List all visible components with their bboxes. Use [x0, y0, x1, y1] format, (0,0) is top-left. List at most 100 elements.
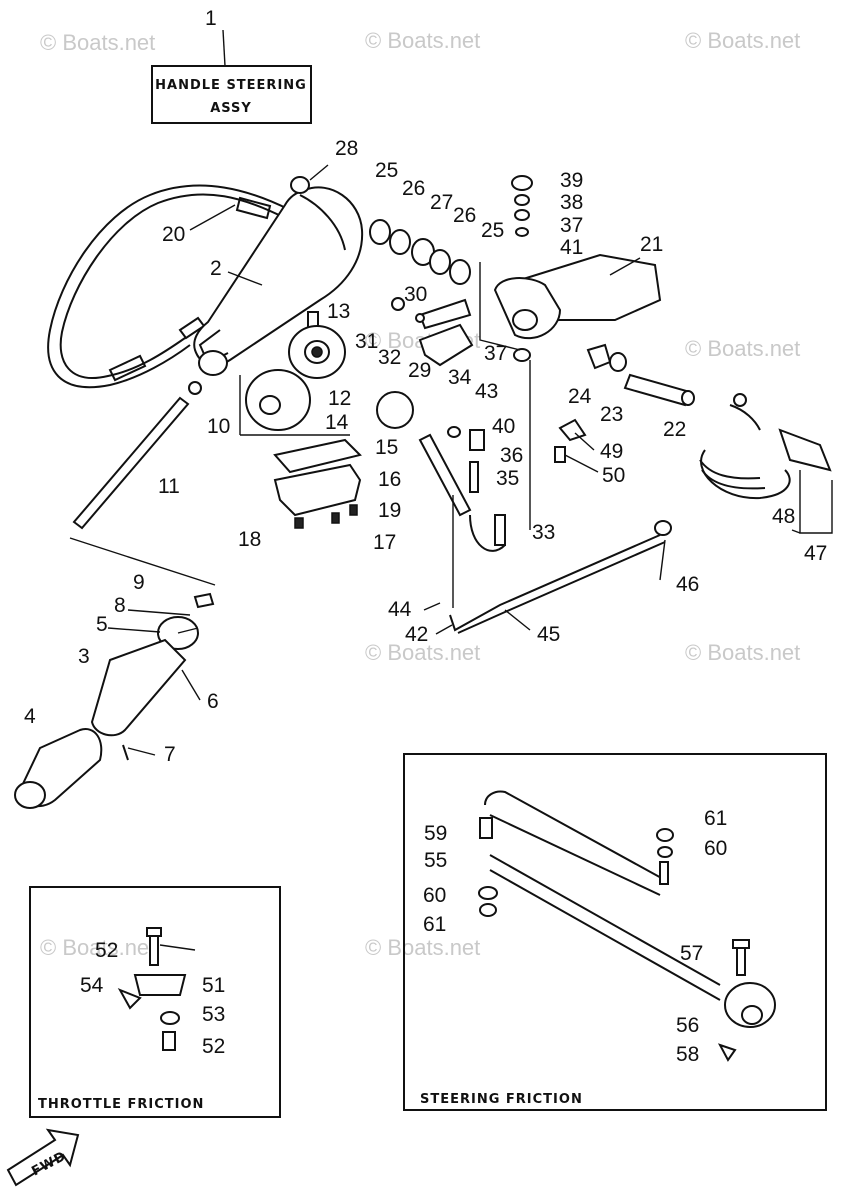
callout-53: 53 [202, 1003, 225, 1026]
callout-22: 22 [663, 418, 686, 441]
callout-15: 15 [375, 436, 398, 459]
callout-3: 3 [78, 645, 90, 668]
callout-25: 25 [481, 219, 504, 242]
callout-20: 20 [162, 223, 185, 246]
callout-9: 9 [133, 571, 145, 594]
callout-10: 10 [207, 415, 230, 438]
stop-switch [699, 393, 833, 534]
callout-6: 6 [207, 690, 219, 713]
throttle-gear-parts [239, 311, 350, 436]
callout-32: 32 [378, 346, 401, 369]
callout-4: 4 [24, 705, 36, 728]
callout-34: 34 [448, 366, 472, 389]
callout-14: 14 [325, 411, 349, 434]
callout-19: 19 [378, 499, 401, 522]
steering-friction-caption: STEERING FRICTION [420, 1092, 583, 1107]
callout-61: 61 [704, 807, 727, 830]
leader-lines [107, 164, 666, 756]
watermark: © Boats.net [685, 336, 800, 361]
callout-25: 25 [375, 159, 398, 182]
callout-18: 18 [238, 528, 261, 551]
callout-55: 55 [424, 849, 447, 872]
callout-37: 37 [484, 342, 507, 365]
callout-17: 17 [373, 531, 396, 554]
callout-50: 50 [602, 464, 625, 487]
watermark: © Boats.net [40, 30, 155, 55]
shift-lever [376, 360, 531, 552]
callout-24: 24 [568, 385, 592, 408]
callout-56: 56 [676, 1014, 699, 1037]
callout-27: 27 [430, 191, 453, 214]
callout-52: 52 [202, 1035, 225, 1058]
shaft-rod [69, 381, 216, 586]
callout-49: 49 [600, 440, 623, 463]
callout-40: 40 [492, 415, 515, 438]
callout-39: 39 [560, 169, 583, 192]
callout-38: 38 [560, 191, 583, 214]
callout-41: 41 [560, 236, 583, 259]
assembly-title-line1: HANDLE STEERING [155, 78, 307, 93]
callout-35: 35 [496, 467, 519, 490]
callout-11: 11 [158, 475, 180, 498]
callout-26: 26 [453, 204, 476, 227]
pivot-bolt-parts [554, 343, 695, 463]
washer-stack [369, 219, 521, 351]
assembly-title-line2: ASSY [210, 101, 252, 116]
callout-36: 36 [500, 444, 523, 467]
callout-59: 59 [424, 822, 447, 845]
callout-60: 60 [423, 884, 446, 907]
throttle-friction-inset: THROTTLE FRICTION [29, 886, 281, 1118]
callout-28: 28 [335, 137, 358, 160]
callout-31: 31 [355, 330, 378, 353]
pivot-bracket [493, 175, 662, 362]
watermarks: © Boats.net © Boats.net © Boats.net © Bo… [40, 28, 800, 960]
callout-57: 57 [680, 942, 703, 965]
callout-16: 16 [378, 468, 401, 491]
callout-21: 21 [640, 233, 663, 256]
callout-61: 61 [423, 913, 446, 936]
callout-30: 30 [404, 283, 427, 306]
watermark: © Boats.net [365, 28, 480, 53]
steering-friction-inset: STEERING FRICTION [403, 753, 827, 1111]
throttle-friction-caption: THROTTLE FRICTION [38, 1097, 204, 1112]
callout-7: 7 [164, 743, 176, 766]
callout-33: 33 [532, 521, 555, 544]
watermark: © Boats.net [685, 28, 800, 53]
callout-42: 42 [405, 623, 428, 646]
callout-60: 60 [704, 837, 727, 860]
forward-arrow: FWD [6, 1128, 80, 1187]
assembly-title: 1 HANDLE STEERING ASSY [151, 7, 312, 124]
callout-47: 47 [804, 542, 827, 565]
callout-51: 51 [202, 974, 225, 997]
control-rod [449, 495, 672, 634]
callout-48: 48 [772, 505, 795, 528]
callout-44: 44 [388, 598, 412, 621]
callout-23: 23 [600, 403, 623, 426]
nut [290, 176, 310, 194]
watermark: © Boats.net [685, 640, 800, 665]
callout-26: 26 [402, 177, 425, 200]
base-plates [273, 438, 362, 529]
callout-5: 5 [96, 613, 108, 636]
friction-bracket [391, 297, 474, 367]
callout-58: 58 [676, 1043, 699, 1066]
throttle-grip-assembly [14, 592, 215, 809]
steering-handle [193, 186, 364, 376]
callout-8: 8 [114, 594, 126, 617]
callout-54: 54 [80, 974, 104, 997]
callout-46: 46 [676, 573, 699, 596]
callout-13: 13 [327, 300, 350, 323]
callout-2: 2 [210, 257, 222, 280]
callout-43: 43 [475, 380, 498, 403]
watermark: © Boats.net [365, 640, 480, 665]
watermark: © Boats.net [365, 935, 480, 960]
watermark: © Boats.net [40, 935, 155, 960]
callout-29: 29 [408, 359, 431, 382]
assembly-ref-number: 1 [205, 7, 217, 30]
callout-37: 37 [560, 214, 583, 237]
callout-45: 45 [537, 623, 560, 646]
callout-52: 52 [95, 939, 118, 962]
callout-12: 12 [328, 387, 351, 410]
